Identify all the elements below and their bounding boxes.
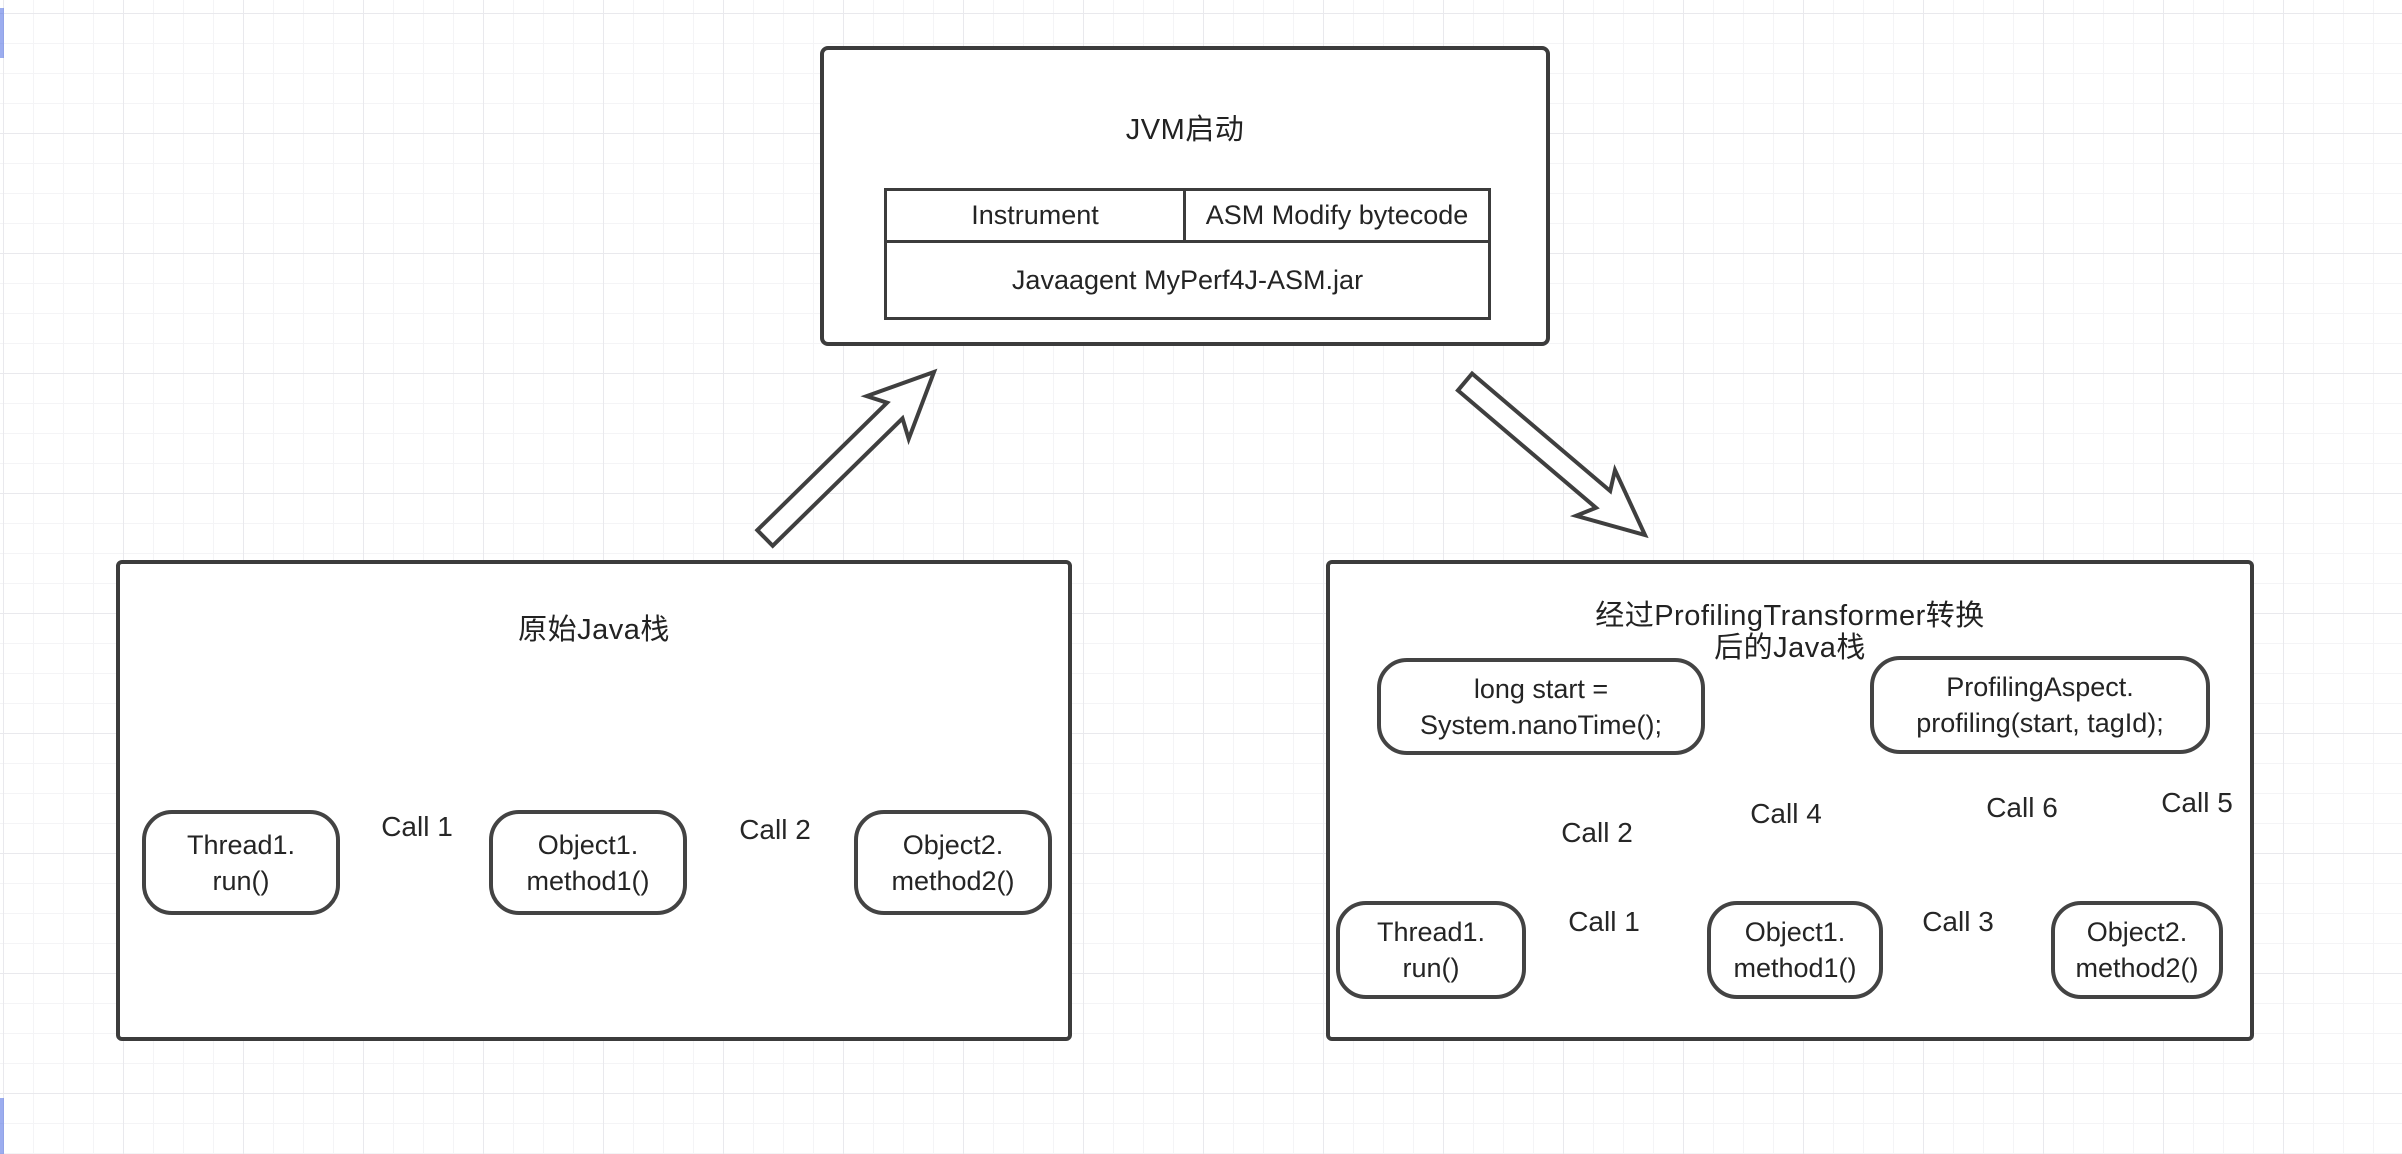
label-call1-original: Call 1 (381, 811, 453, 842)
node-object2-transformed: Object2. method2() (2051, 901, 2223, 999)
node-long-start-nanotime: long start = System.nanoTime(); (1377, 658, 1705, 755)
transformed-java-stack-title-line1: 经过ProfilingTransformer转换 (1595, 600, 1985, 632)
node-object1-original-line2: method1() (526, 865, 650, 896)
canvas-edge-mark-bottom (0, 1098, 4, 1154)
label-call6-transformed: Call 6 (1986, 792, 2058, 823)
node-object1-transformed-line2: method1() (1733, 953, 1857, 983)
transformed-java-stack-title-line2: 后的Java栈 (1714, 632, 1866, 664)
javaagent-jar-cell: Javaagent MyPerf4J-ASM.jar (1011, 264, 1364, 295)
asm-modify-bytecode-cell: ASM Modify bytecode (1186, 191, 1488, 243)
label-call2-transformed: Call 2 (1561, 817, 1633, 848)
jvm-startup-box: JVM启动 Instrument ASM Modify bytecode Jav… (820, 46, 1550, 346)
node-object2-transformed-line2: method2() (2075, 953, 2199, 983)
node-profiling-aspect-line2: profiling(start, tagId); (1916, 708, 2164, 738)
node-object1-transformed-line1: Object1. (1744, 917, 1846, 947)
label-call2-original: Call 2 (739, 814, 811, 845)
node-thread1-transformed-line2: run() (1402, 953, 1460, 983)
node-object2-original: Object2. method2() (854, 810, 1052, 915)
node-object2-original-line1: Object2. (902, 829, 1004, 860)
node-object2-original-line2: method2() (891, 865, 1015, 896)
node-profiling-aspect-line1: ProfilingAspect. (1946, 672, 2134, 702)
node-long-start-line2: System.nanoTime(); (1419, 709, 1663, 740)
canvas-edge-mark-top (0, 8, 4, 58)
node-object1-original: Object1. method1() (489, 810, 687, 915)
node-object2-transformed-line1: Object2. (2086, 917, 2188, 947)
label-call1-transformed: Call 1 (1568, 906, 1640, 937)
original-java-stack-title: 原始Java栈 (518, 614, 670, 646)
label-call5-transformed: Call 5 (2161, 787, 2233, 818)
node-thread1-original-line1: Thread1. (186, 829, 296, 860)
node-thread1-original-line2: run() (212, 865, 270, 896)
node-object1-transformed: Object1. method1() (1707, 901, 1883, 999)
node-thread1-original: Thread1. run() (142, 810, 340, 915)
instrument-cell: Instrument (887, 191, 1186, 243)
node-thread1-transformed: Thread1. run() (1336, 901, 1526, 999)
label-call3-transformed: Call 3 (1922, 906, 1994, 937)
arrow-original-to-jvm (754, 368, 938, 549)
node-long-start-line1: long start = (1473, 673, 1609, 704)
node-thread1-transformed-line1: Thread1. (1376, 917, 1486, 947)
original-java-stack-box: 原始Java栈 (116, 560, 1072, 1041)
javaagent-table: Instrument ASM Modify bytecode Javaagent… (884, 188, 1491, 320)
node-object1-original-line1: Object1. (537, 829, 639, 860)
jvm-startup-title: JVM启动 (1125, 114, 1245, 146)
label-call4-transformed: Call 4 (1750, 798, 1822, 829)
node-profiling-aspect: ProfilingAspect. profiling(start, tagId)… (1870, 656, 2210, 754)
arrow-jvm-to-transformed (1455, 370, 1649, 539)
